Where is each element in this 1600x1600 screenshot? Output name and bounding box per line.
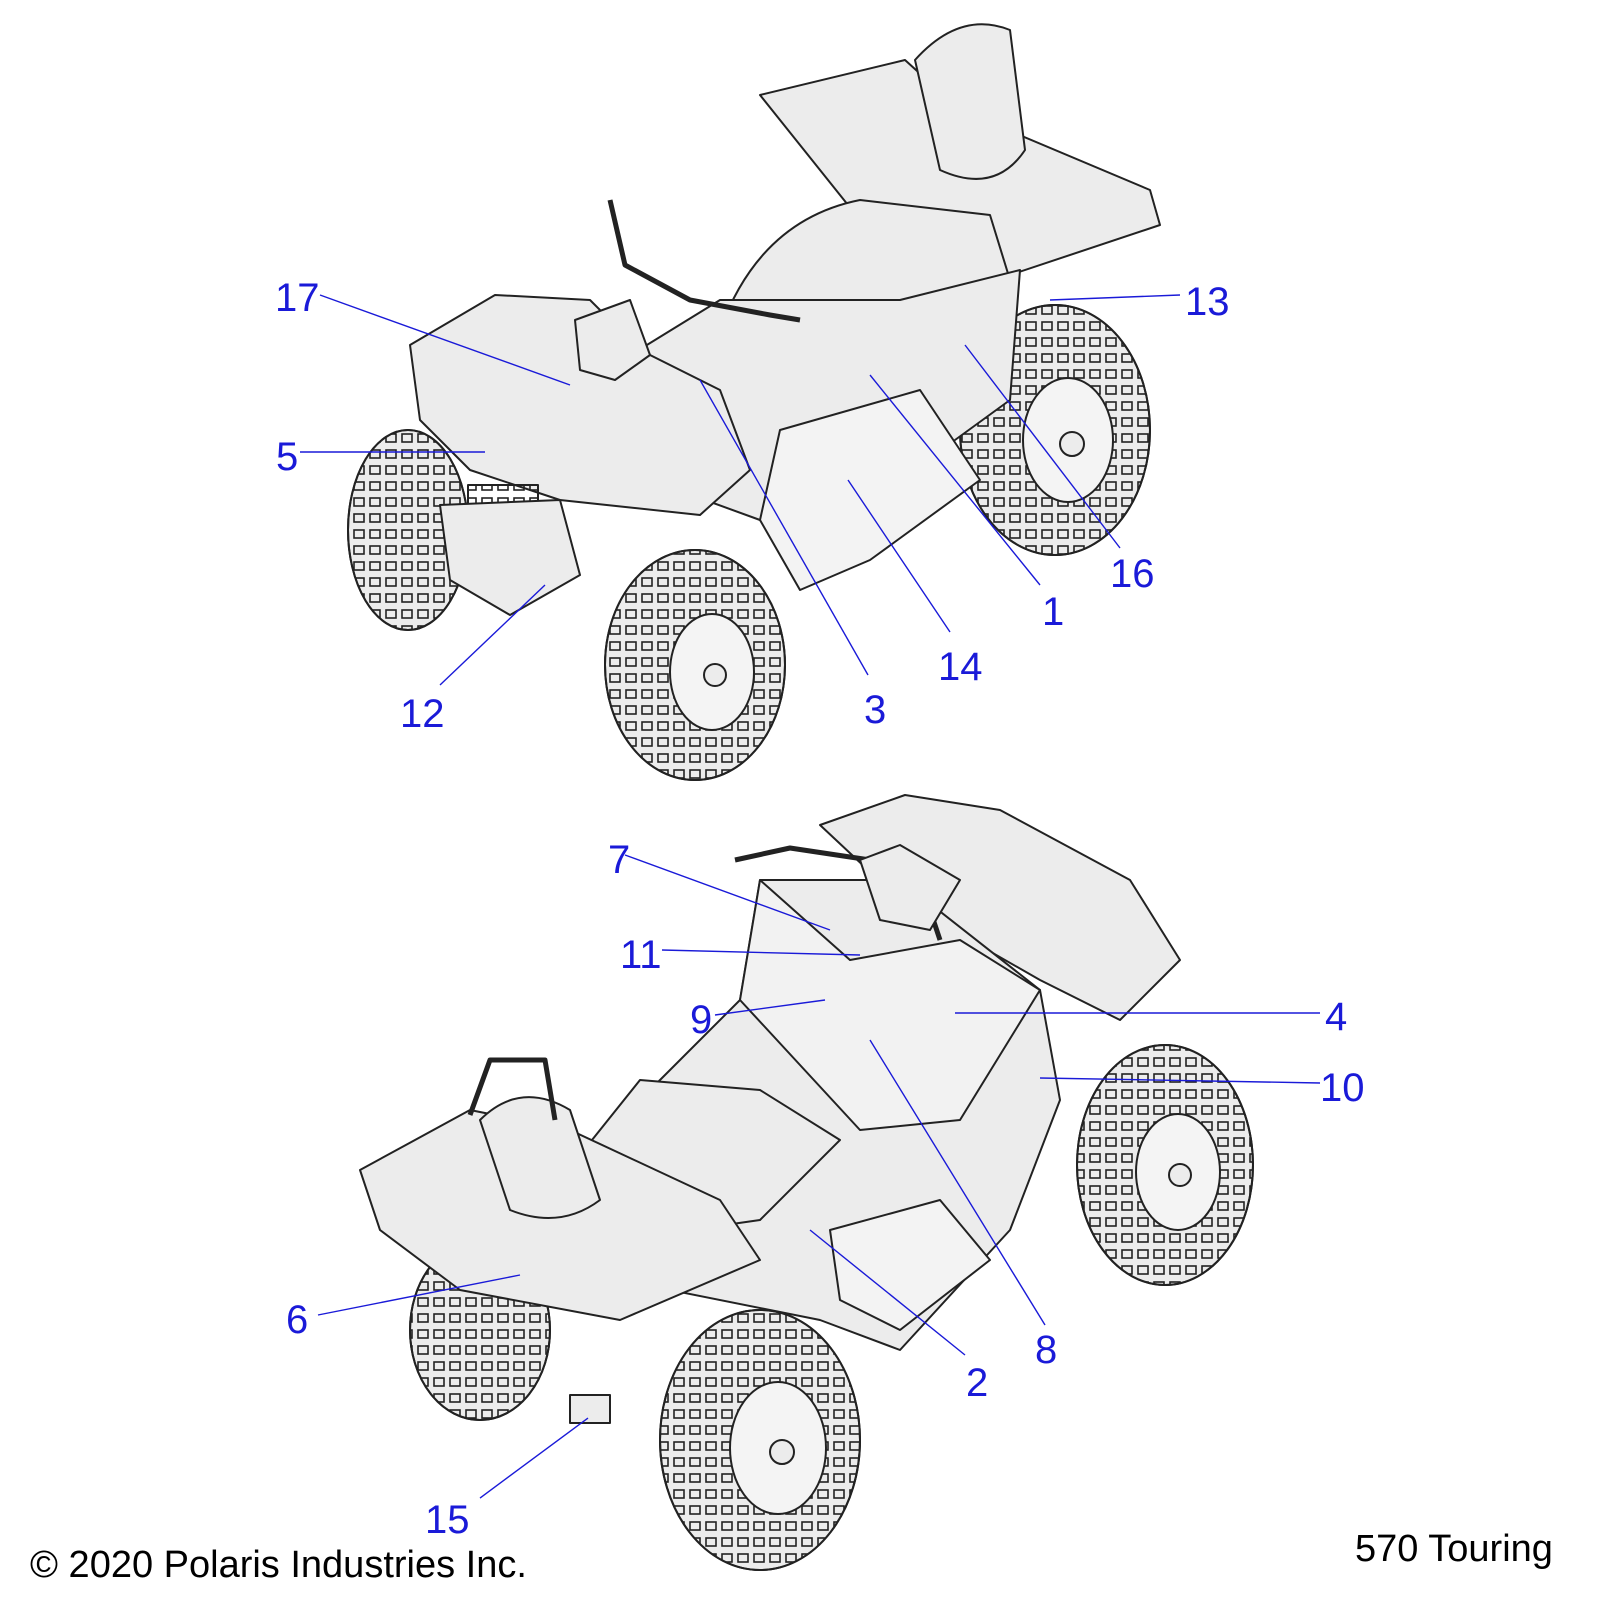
leader-17 bbox=[319, 294, 571, 386]
callout-16: 16 bbox=[1110, 552, 1155, 596]
callout-13: 13 bbox=[1185, 280, 1230, 324]
instrument-pod bbox=[859, 844, 961, 931]
callout-4: 4 bbox=[1325, 995, 1348, 1039]
leader-lines bbox=[300, 294, 1321, 1499]
callout-3: 3 bbox=[864, 688, 887, 732]
leader-11 bbox=[661, 949, 861, 956]
callout-9: 9 bbox=[690, 998, 713, 1042]
callout-1: 1 bbox=[1042, 590, 1065, 634]
callout-7: 7 bbox=[608, 838, 631, 882]
backrest bbox=[914, 23, 1026, 180]
callout-17: 17 bbox=[275, 276, 320, 320]
leader-10 bbox=[1039, 1077, 1321, 1084]
near-rear-wheel bbox=[659, 1309, 861, 1571]
leader-3 bbox=[699, 379, 869, 676]
passenger-seat bbox=[479, 1096, 601, 1219]
footwell bbox=[759, 389, 981, 591]
headlight-pod bbox=[574, 299, 651, 381]
front-left-wheel bbox=[347, 429, 469, 631]
callout-2: 2 bbox=[966, 1361, 989, 1405]
far-front-wheel bbox=[1076, 1044, 1254, 1286]
leader-15 bbox=[479, 1417, 589, 1499]
callout-6: 6 bbox=[286, 1298, 309, 1342]
leader-16 bbox=[964, 344, 1121, 549]
callout-8: 8 bbox=[1035, 1328, 1058, 1372]
handlebar bbox=[607, 199, 801, 323]
callout-14: 14 bbox=[938, 645, 983, 689]
callout-10: 10 bbox=[1320, 1066, 1365, 1110]
leader-14 bbox=[847, 479, 951, 633]
callout-12: 12 bbox=[400, 692, 445, 736]
copyright-text: © 2020 Polaris Industries Inc. bbox=[30, 1544, 527, 1586]
front-bumper bbox=[439, 499, 581, 616]
callout-15: 15 bbox=[425, 1498, 470, 1542]
callout-5: 5 bbox=[276, 435, 299, 479]
atv-front-view bbox=[347, 23, 1161, 781]
leader-8 bbox=[869, 1039, 1046, 1326]
leader-1 bbox=[869, 374, 1041, 586]
callout-11: 11 bbox=[620, 933, 662, 977]
hitch bbox=[569, 1394, 611, 1424]
atv-rear-view bbox=[359, 794, 1254, 1571]
model-name: 570 Touring bbox=[1355, 1528, 1553, 1570]
grab-handle bbox=[467, 1057, 558, 1121]
leader-6 bbox=[317, 1274, 521, 1316]
leader-12 bbox=[439, 584, 546, 686]
leader-9 bbox=[714, 999, 826, 1016]
front-hood bbox=[409, 294, 751, 516]
leader-7 bbox=[624, 854, 831, 931]
front-right-wheel bbox=[604, 549, 786, 781]
leader-13 bbox=[1049, 294, 1181, 301]
tank bbox=[739, 879, 1041, 1131]
footrest bbox=[829, 1199, 991, 1331]
leader-2 bbox=[809, 1229, 966, 1356]
